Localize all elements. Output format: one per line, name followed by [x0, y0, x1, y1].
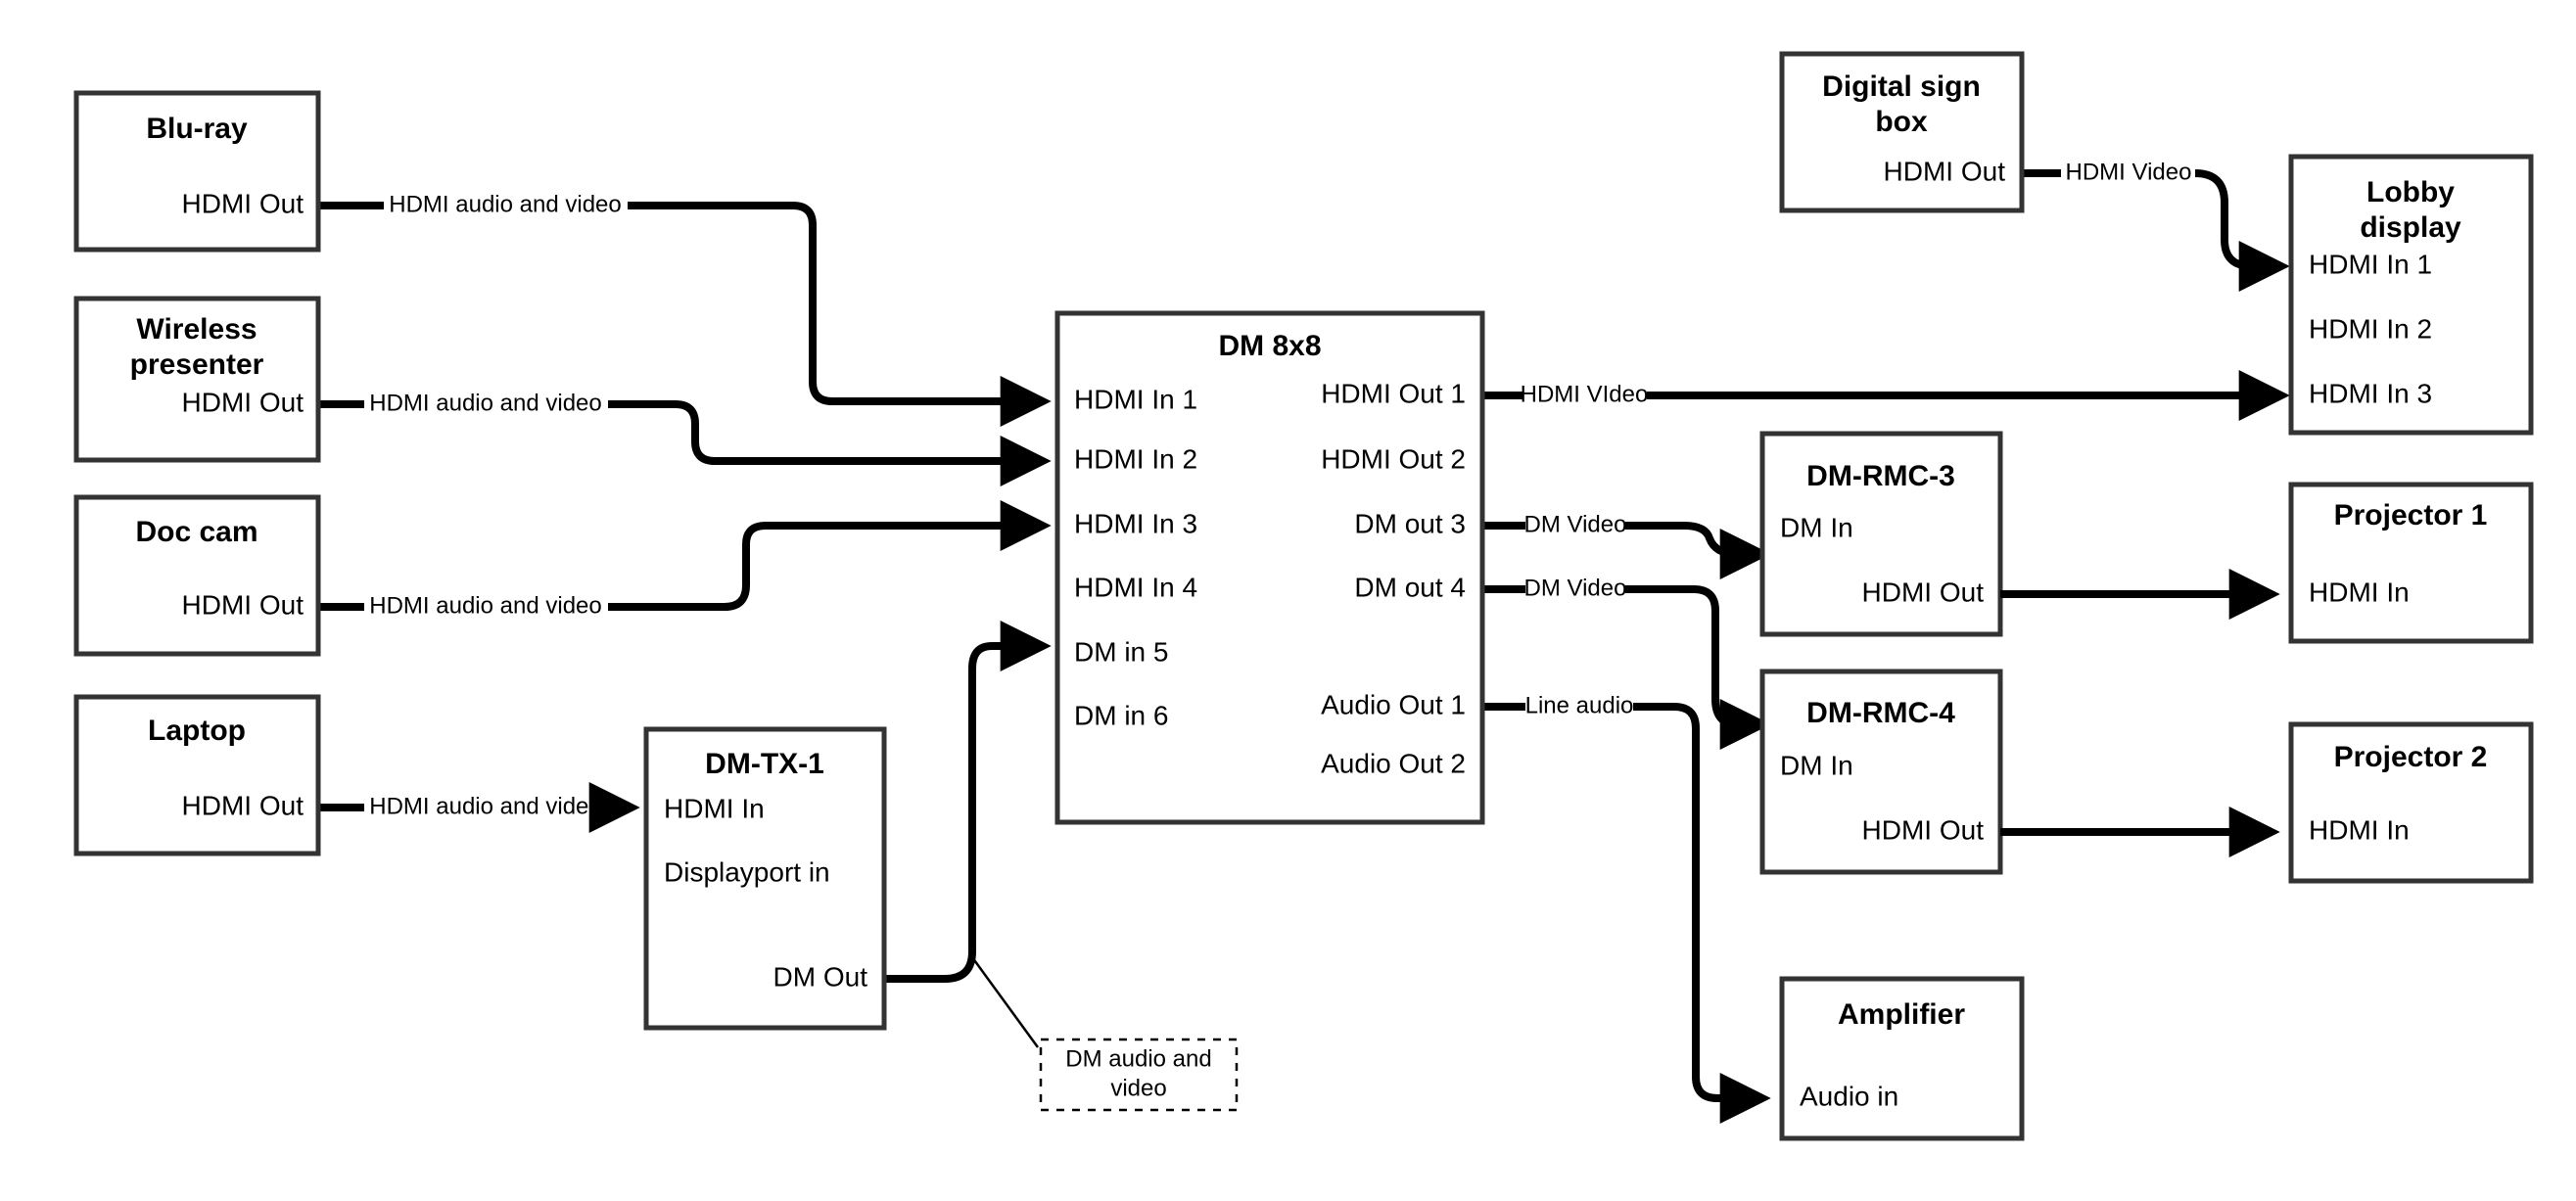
device-amplifier[interactable]: Amplifier Audio in	[1779, 976, 2025, 1141]
wire-dm8x8-to-dmrmc3	[1482, 526, 1762, 554]
laptop-port-hdmi-out: HDMI Out	[182, 790, 304, 820]
label-dm8x8-to-amplifier: Line audio	[1525, 692, 1634, 718]
bluray-port-hdmi-out: HDMI Out	[182, 188, 304, 218]
bluray-title: Blu-ray	[146, 113, 248, 145]
device-laptop[interactable]: Laptop HDMI Out	[73, 694, 321, 856]
dm8x8-output-dm-out-4: DM out 4	[1354, 572, 1466, 602]
dmrmc3-title: DM-RMC-3	[1806, 460, 1955, 492]
dm8x8-input-dm-in-6: DM in 6	[1074, 700, 1168, 730]
note-line-2: video	[1110, 1075, 1166, 1101]
dmtx1-title: DM-TX-1	[705, 748, 824, 780]
doccam-port-hdmi-out: HDMI Out	[182, 589, 304, 620]
amplifier-port-audio-in: Audio in	[1800, 1081, 1898, 1111]
dmtx1-port-hdmi-in: HDMI In	[664, 793, 765, 823]
dm8x8-output-audio-out-2: Audio Out 2	[1321, 748, 1466, 778]
label-laptop-to-dmtx1: HDMI audio and video	[369, 793, 601, 819]
device-dm-tx-1[interactable]: DM-TX-1 HDMI In Displayport in DM Out	[643, 726, 887, 1031]
dm8x8-title: DM 8x8	[1218, 330, 1321, 362]
dm8x8-output-hdmi-out-1: HDMI Out 1	[1321, 378, 1466, 408]
device-wireless-presenter[interactable]: Wireless presenter HDMI Out	[73, 296, 321, 463]
dm8x8-input-hdmi-in-3: HDMI In 3	[1074, 508, 1197, 538]
lobby-input-hdmi-in-3: HDMI In 3	[2309, 378, 2432, 408]
dmrmc4-title: DM-RMC-4	[1806, 697, 1955, 729]
dm8x8-output-audio-out-1: Audio Out 1	[1321, 689, 1466, 719]
laptop-title: Laptop	[148, 715, 246, 747]
dmrmc3-port-dm-in: DM In	[1780, 512, 1853, 542]
wire-wireless-to-dm8x8	[318, 400, 1043, 461]
wire-dm8x8-to-amplifier	[1482, 703, 1762, 1098]
label-digitalsign-to-lobby: HDMI Video	[2066, 159, 2192, 185]
wireless-title-line2: presenter	[130, 348, 264, 381]
dmrmc3-port-hdmi-out: HDMI Out	[1862, 577, 1985, 607]
note-dm-audio-and-video: DM audio and video	[1039, 1038, 1239, 1112]
device-dm-8x8[interactable]: DM 8x8 HDMI In 1 HDMI In 2 HDMI In 3 HDM…	[1054, 310, 1485, 825]
amplifier-title: Amplifier	[1838, 998, 1965, 1031]
device-dm-rmc-3[interactable]: DM-RMC-3 DM In HDMI Out	[1759, 431, 2003, 637]
wireless-port-hdmi-out: HDMI Out	[182, 387, 304, 417]
projector2-port-hdmi-in: HDMI In	[2309, 814, 2410, 845]
note-line-1: DM audio and	[1065, 1045, 1211, 1072]
digitalsign-title-line1: Digital sign	[1822, 70, 1981, 103]
device-doc-cam[interactable]: Doc cam HDMI Out	[73, 494, 321, 657]
projector1-port-hdmi-in: HDMI In	[2309, 577, 2410, 607]
lobby-input-hdmi-in-2: HDMI In 2	[2309, 313, 2432, 344]
wireless-title-line1: Wireless	[136, 313, 257, 346]
label-dm8x8-to-dmrmc3: DM Video	[1524, 511, 1627, 537]
dm8x8-output-hdmi-out-2: HDMI Out 2	[1321, 443, 1466, 474]
lobby-input-hdmi-in-1: HDMI In 1	[2309, 249, 2432, 279]
connection-labels: HDMI audio and video HDMI audio and vide…	[369, 159, 2191, 819]
label-doccam-to-dm8x8: HDMI audio and video	[369, 592, 601, 619]
dm8x8-input-dm-in-5: DM in 5	[1074, 636, 1168, 667]
label-dm8x8-to-lobby-hdmi3: HDMI VIdeo	[1521, 381, 1649, 407]
wire-bluray-to-dm8x8	[318, 202, 1043, 401]
leader-line-dm-audio-video-note	[970, 956, 1040, 1048]
dmrmc4-port-hdmi-out: HDMI Out	[1862, 814, 1985, 845]
device-projector-1[interactable]: Projector 1 HDMI In	[2288, 482, 2534, 644]
dmrmc4-port-dm-in: DM In	[1780, 750, 1853, 780]
wire-dmtx1-to-dm8x8	[884, 621, 1052, 983]
wire-dm8x8-to-dmrmc4	[1482, 585, 1762, 724]
device-dm-rmc-4[interactable]: DM-RMC-4 DM In HDMI Out	[1759, 669, 2003, 875]
dm8x8-input-hdmi-in-4: HDMI In 4	[1074, 572, 1197, 602]
dm8x8-input-hdmi-in-1: HDMI In 1	[1074, 384, 1197, 414]
wire-digitalsign-to-lobby-hdmi1	[2022, 169, 2281, 266]
dm8x8-input-hdmi-in-2: HDMI In 2	[1074, 443, 1197, 474]
wire-doccam-to-dm8x8	[318, 526, 1043, 611]
label-wireless-to-dm8x8: HDMI audio and video	[369, 390, 601, 416]
digitalsign-title-line2: box	[1875, 106, 1928, 138]
label-dm8x8-to-dmrmc4: DM Video	[1524, 575, 1627, 601]
lobby-title-line2: display	[2360, 211, 2461, 244]
device-lobby-display[interactable]: Lobby display HDMI In 1 HDMI In 2 HDMI I…	[2288, 154, 2534, 436]
label-bluray-to-dm8x8: HDMI audio and video	[389, 191, 621, 217]
device-bluray[interactable]: Blu-ray HDMI Out	[73, 90, 321, 253]
dmtx1-port-dm-out: DM Out	[773, 961, 868, 992]
lobby-title-line1: Lobby	[2366, 176, 2455, 208]
dmtx1-port-displayport-in: Displayport in	[664, 856, 830, 887]
device-projector-2[interactable]: Projector 2 HDMI In	[2288, 721, 2534, 884]
digitalsign-port-hdmi-out: HDMI Out	[1884, 156, 2006, 186]
device-digital-sign-box[interactable]: Digital sign box HDMI Out	[1779, 51, 2025, 213]
dm8x8-output-dm-out-3: DM out 3	[1354, 508, 1466, 538]
doccam-title: Doc cam	[135, 516, 258, 548]
projector1-title: Projector 1	[2334, 499, 2488, 531]
projector2-title: Projector 2	[2334, 741, 2488, 773]
